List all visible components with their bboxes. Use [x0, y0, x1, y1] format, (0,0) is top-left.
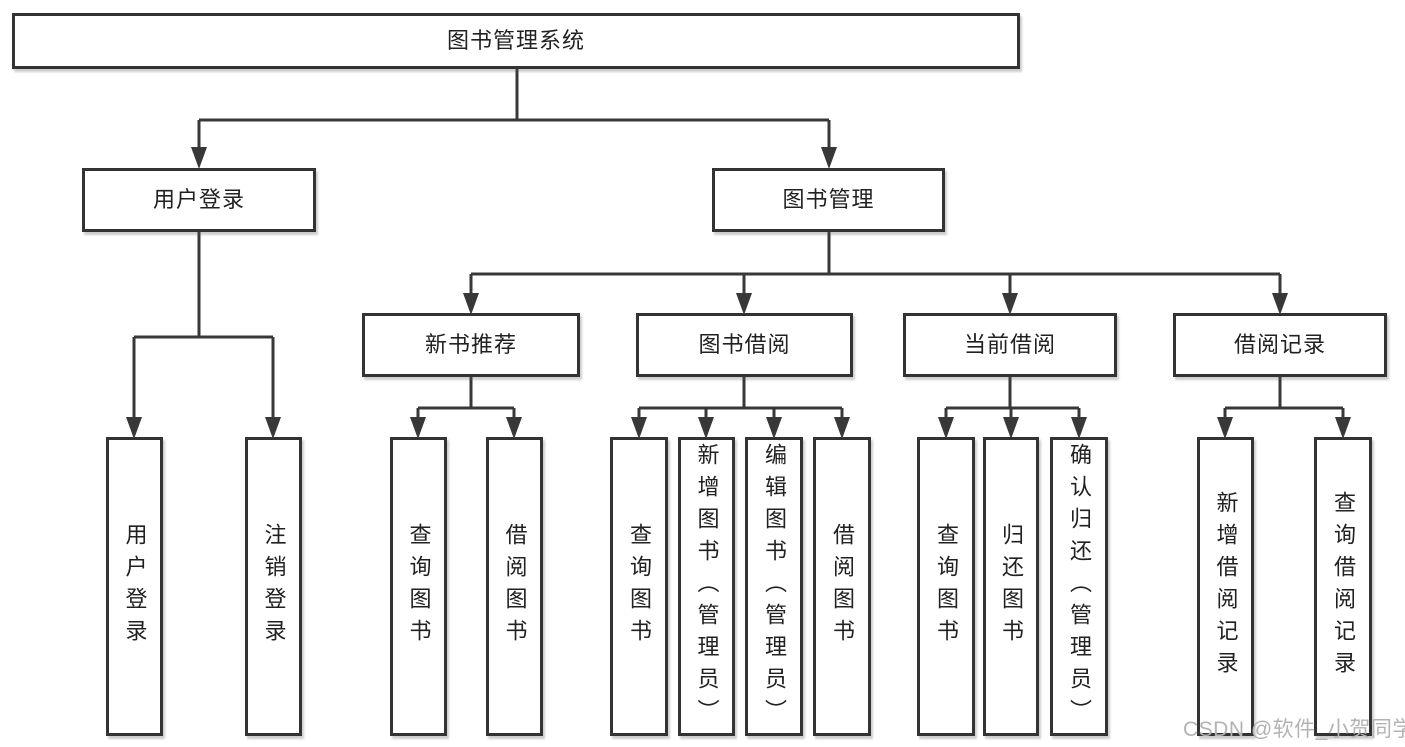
leaf-recommend-borrow-books: 借阅图书 — [486, 437, 543, 736]
node-label: 新增借阅记录 — [1213, 490, 1239, 683]
node-user-login-branch: 用户登录 — [82, 168, 316, 232]
node-label: 图书管理 — [782, 187, 875, 212]
leaf-current-query-books: 查询图书 — [917, 437, 975, 736]
leaf-borrowing-borrow-books: 借阅图书 — [813, 437, 871, 736]
leaf-logout: 注销登录 — [245, 437, 302, 736]
leaf-current-return-books: 归还图书 — [983, 437, 1039, 736]
node-label: 用户登录 — [122, 522, 148, 651]
leaf-current-confirm-return-admin: 确认归还（管理员） — [1050, 437, 1108, 736]
node-book-management-branch: 图书管理 — [712, 168, 945, 232]
leaf-user-login: 用户登录 — [106, 437, 163, 736]
node-label: 借阅图书 — [502, 522, 528, 651]
node-book-borrowing: 图书借阅 — [636, 313, 853, 377]
leaf-borrowing-add-books-admin: 新增图书（管理员） — [678, 437, 735, 736]
node-label: 图书借阅 — [698, 332, 791, 357]
leaf-records-query-borrow-record: 查询借阅记录 — [1314, 437, 1372, 736]
node-label: 新书推荐 — [424, 332, 517, 357]
node-label: 查询图书 — [934, 522, 959, 651]
node-label: 查询图书 — [627, 522, 652, 651]
node-label: 新增图书（管理员） — [694, 442, 720, 731]
leaf-records-add-borrow-record: 新增借阅记录 — [1197, 437, 1254, 736]
node-label: 注销登录 — [261, 522, 287, 651]
node-label: 编辑图书（管理员） — [762, 442, 787, 731]
node-current-borrowing: 当前借阅 — [903, 313, 1117, 377]
node-label: 确认归还（管理员） — [1067, 442, 1092, 731]
node-root-library-management-system: 图书管理系统 — [12, 13, 1020, 69]
node-label: 借阅图书 — [830, 522, 855, 651]
node-new-book-recommendation: 新书推荐 — [362, 313, 580, 377]
node-label: 当前借阅 — [963, 332, 1056, 357]
node-label: 查询借阅记录 — [1331, 490, 1356, 683]
node-label: 归还图书 — [999, 522, 1024, 651]
node-label: 借阅记录 — [1233, 332, 1326, 357]
csdn-watermark: CSDN @软件_小贺同学 — [1183, 718, 1405, 741]
leaf-borrowing-edit-books-admin: 编辑图书（管理员） — [745, 437, 803, 736]
leaf-recommend-query-books: 查询图书 — [390, 437, 447, 736]
node-label: 图书管理系统 — [446, 28, 585, 53]
node-label: 用户登录 — [152, 187, 245, 212]
node-borrowing-records: 借阅记录 — [1173, 313, 1387, 377]
node-label: 查询图书 — [406, 522, 432, 651]
leaf-borrowing-query-books: 查询图书 — [610, 437, 668, 736]
